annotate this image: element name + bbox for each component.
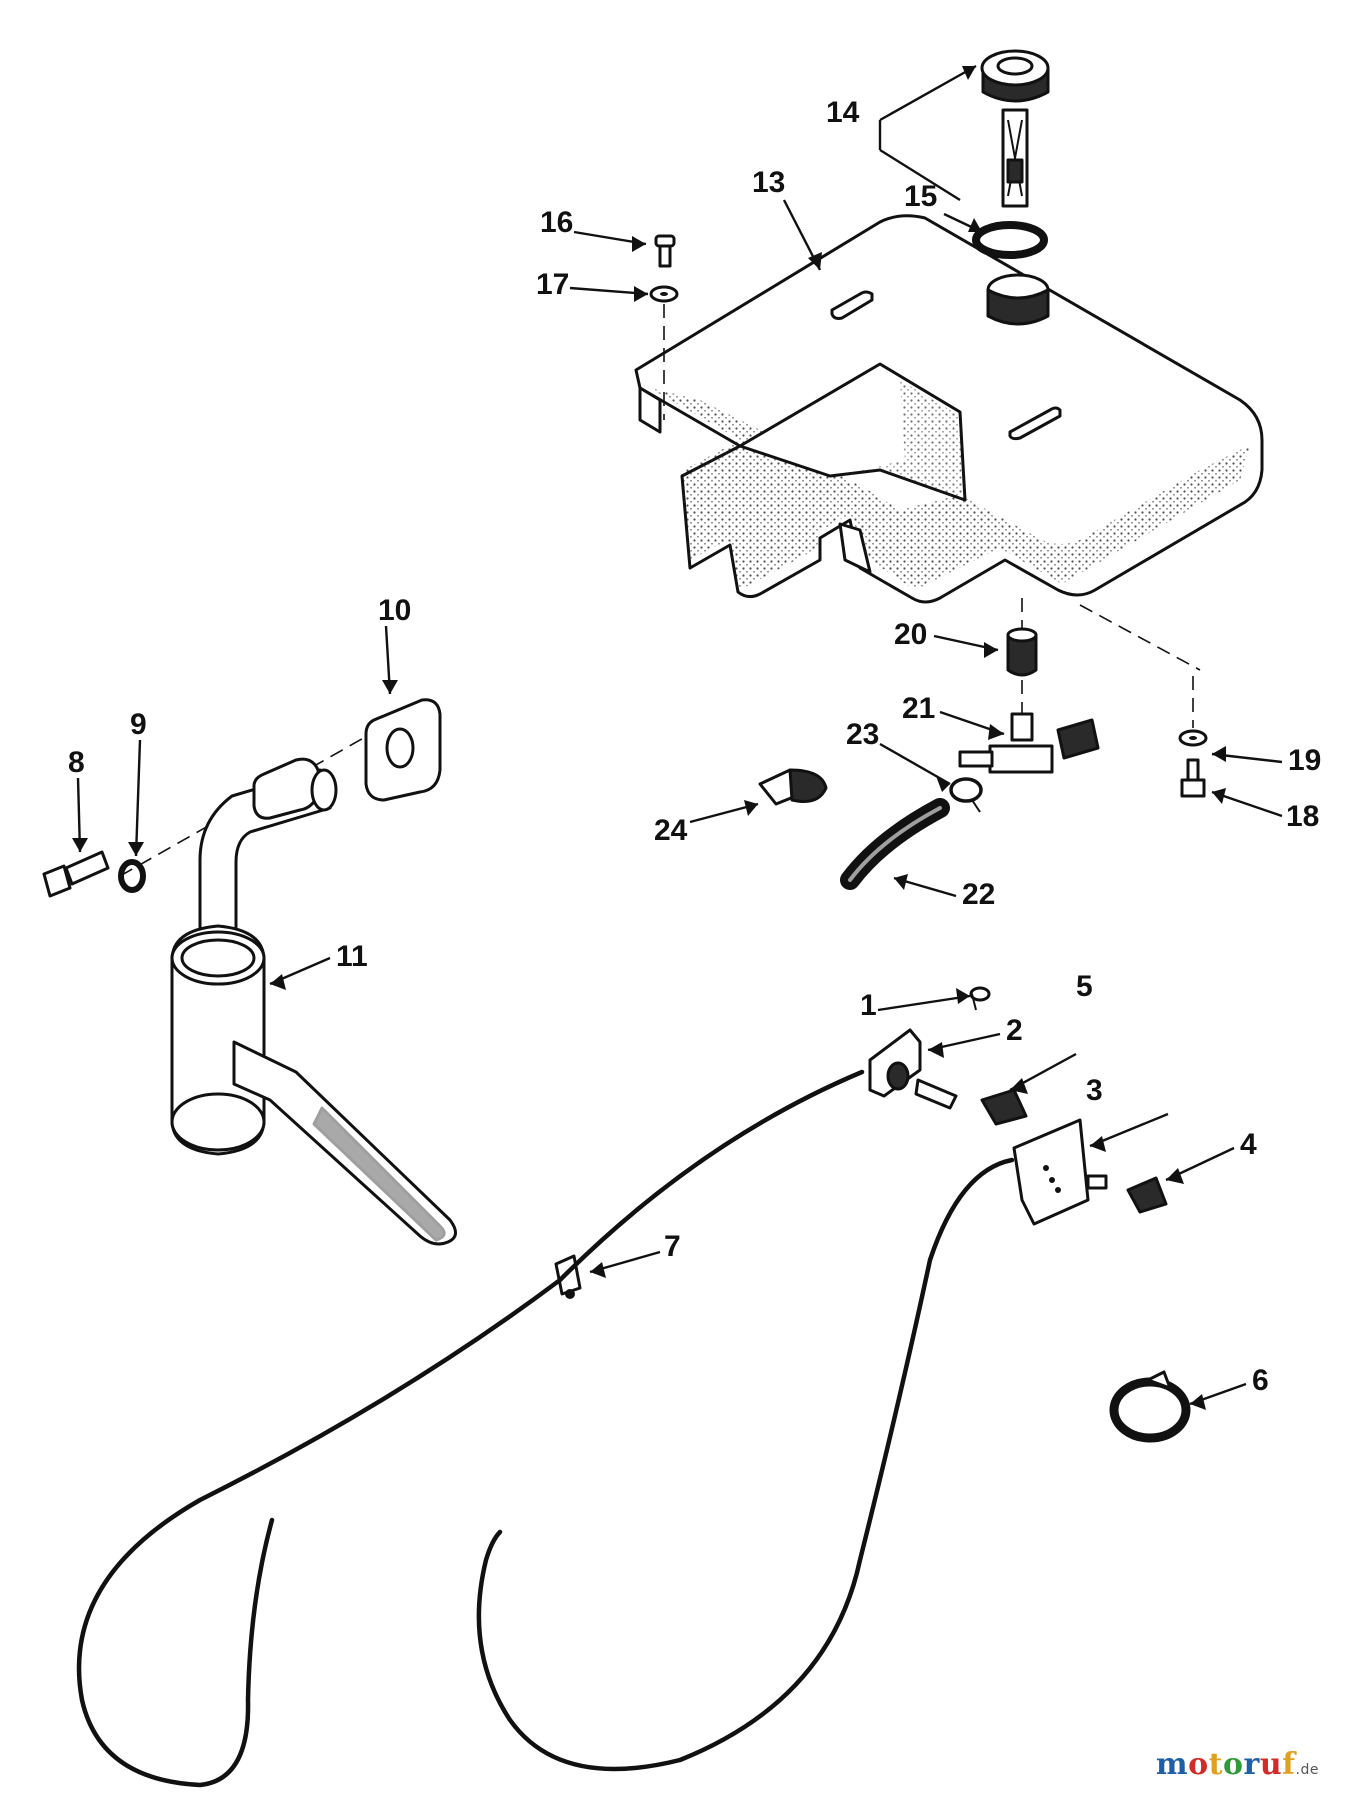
callout-labels: 1 2 3 4 5 6 7 8 9 10 11 13 14 15 16 17 1…: [68, 96, 1321, 1397]
fuel-tank: [634, 214, 1264, 604]
callout-8: 8: [68, 746, 85, 779]
screw-18: [1180, 758, 1206, 798]
callout-11: 11: [336, 940, 368, 973]
callout-10: 10: [378, 594, 411, 627]
hose-clamp-23: [949, 777, 983, 813]
fuel-hose-22: [840, 798, 950, 890]
cable-clip-24: [758, 768, 828, 806]
callout-5: 5: [1076, 970, 1093, 1003]
callout-23: 23: [846, 718, 879, 751]
callout-13: 13: [752, 166, 785, 199]
callout-16: 16: [540, 206, 573, 239]
watermark-letter: t: [1208, 1747, 1223, 1782]
callout-4: 4: [1240, 1128, 1257, 1161]
filler-cap-gauge: [980, 49, 1050, 208]
washer-17: [649, 285, 679, 303]
screw-5: [969, 986, 991, 1011]
watermark-tld: .de: [1295, 1762, 1319, 1778]
callout-19: 19: [1288, 744, 1321, 777]
exhaust-pipe-11: [170, 757, 457, 1246]
lock-washer-9: [118, 859, 146, 893]
control-cables: [76, 1069, 1015, 1788]
callout-20: 20: [894, 618, 927, 651]
gasket-10: [364, 698, 442, 802]
bolt-8: [42, 850, 110, 898]
watermark-letter: m: [1155, 1747, 1189, 1782]
callout-3: 3: [1086, 1074, 1103, 1107]
shutoff-valve-21: [958, 712, 1100, 774]
callout-21: 21: [902, 692, 935, 725]
watermark-logo: motoruf.de: [1156, 1747, 1319, 1782]
hose-clamp-6: [1109, 1370, 1191, 1443]
watermark-letter: u: [1259, 1747, 1283, 1782]
fitting-20: [1006, 627, 1038, 677]
watermark-letter: f: [1282, 1747, 1296, 1782]
callout-2: 2: [1006, 1014, 1023, 1047]
callout-14: 14: [826, 96, 860, 129]
screw-16: [654, 234, 676, 268]
knob-4: [1126, 1176, 1168, 1214]
callout-22: 22: [962, 878, 995, 911]
throttle-bracket-1: [868, 1028, 958, 1110]
callout-15: 15: [904, 180, 937, 213]
callout-17: 17: [536, 268, 569, 301]
choke-bracket-3: [1012, 1118, 1108, 1226]
callout-24: 24: [654, 814, 688, 847]
knob-2: [980, 1088, 1028, 1126]
callout-7: 7: [664, 1230, 681, 1263]
watermark-letter: r: [1243, 1747, 1260, 1782]
watermark-letter: o: [1223, 1747, 1244, 1782]
callout-1: 1: [860, 989, 877, 1022]
leader-lines: [72, 64, 1283, 1410]
washer-19: [1178, 729, 1208, 747]
callout-6: 6: [1252, 1364, 1269, 1397]
watermark-letter: o: [1188, 1747, 1209, 1782]
callout-9: 9: [130, 708, 147, 741]
callout-18: 18: [1286, 800, 1319, 833]
gasket-ring: [972, 221, 1048, 259]
